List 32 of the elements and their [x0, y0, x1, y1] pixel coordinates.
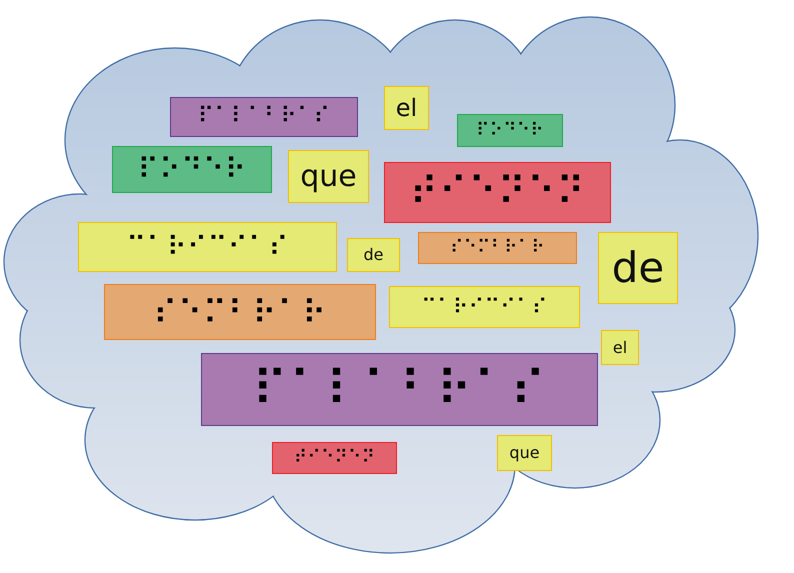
- braille-text: ⠉⠁⠗⠊⠉⠊⠁⠎: [126, 234, 289, 260]
- braille-word-card: [272, 442, 397, 474]
- braille-text: ⠞⠊⠑⠝⠑⠝: [294, 449, 376, 467]
- braille-word-card: [170, 97, 358, 137]
- braille-text: ⠉⠁⠗⠊⠉⠊⠁⠎: [421, 296, 548, 318]
- word-text: el: [396, 96, 418, 120]
- word-text: de: [612, 247, 664, 289]
- braille-word-card: [389, 286, 580, 328]
- word-text: el: [612, 340, 628, 356]
- braille-text: ⠎⠑⠍⠃⠗⠁⠗: [450, 239, 545, 257]
- braille-text: ⠎⠑⠍⠃⠗⠁⠗: [153, 296, 327, 328]
- braille-word-card: [104, 284, 376, 340]
- word-text: que: [509, 445, 540, 461]
- word-text: que: [300, 162, 357, 192]
- word-card: [598, 232, 678, 304]
- braille-text: ⠏⠁⠇⠁⠃⠗⠁⠎: [252, 365, 547, 414]
- word-text: de: [364, 247, 384, 263]
- braille-text: ⠏⠁⠇⠁⠃⠗⠁⠎: [198, 106, 330, 128]
- word-card: [497, 435, 552, 471]
- braille-text: ⠏⠕⠙⠑⠗: [137, 155, 247, 184]
- braille-text: ⠞⠊⠑⠝⠑⠝: [409, 173, 586, 212]
- braille-text: ⠏⠕⠙⠑⠗: [476, 122, 544, 140]
- word-card: [288, 150, 369, 203]
- braille-word-card: [112, 146, 272, 193]
- braille-word-card: [457, 114, 563, 147]
- braille-word-card: [418, 232, 577, 264]
- word-card: [384, 86, 429, 130]
- braille-word-card: [384, 162, 611, 223]
- word-card: [601, 330, 639, 365]
- braille-word-card: [201, 353, 598, 426]
- word-card: [347, 238, 400, 272]
- braille-word-card: [78, 222, 337, 272]
